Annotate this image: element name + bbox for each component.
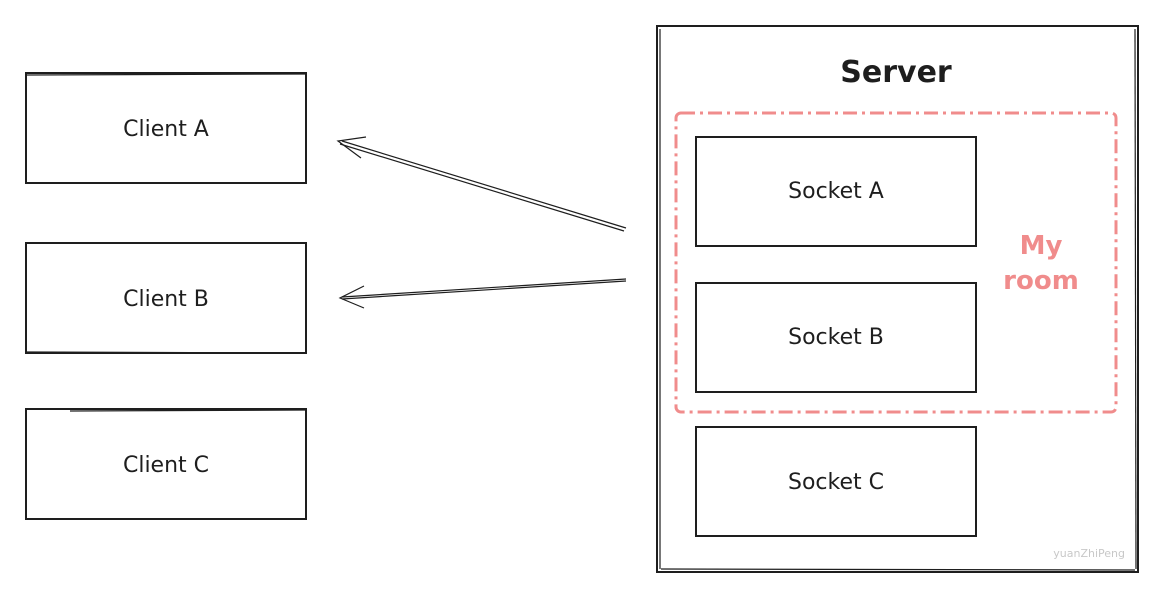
client-a-label: Client A: [123, 117, 209, 142]
room-label-line2: room: [1003, 266, 1079, 296]
arrow-a-head: [336, 136, 367, 159]
arrow-b-line-1: [341, 278, 627, 298]
client-b-label: Client B: [123, 287, 209, 312]
arrow-b-head: [338, 285, 365, 309]
server-sketch-line-right: [1134, 28, 1137, 570]
socket-c-box: Socket C: [695, 426, 977, 537]
arrow-a-line-1: [341, 140, 627, 229]
socket-a-rect: [695, 136, 977, 247]
arrow-to-client-b: [338, 278, 627, 309]
server-rect: [656, 25, 1139, 573]
room-region: My room: [674, 111, 1118, 414]
watermark: yuanZhiPeng: [1053, 547, 1125, 560]
client-a-sketch-line: [26, 73, 306, 76]
client-a-rect: [25, 72, 307, 184]
arrow-to-client-a: [336, 136, 627, 232]
socket-c-rect: [695, 426, 977, 537]
client-a-box: Client A: [25, 72, 307, 184]
arrow-b-line-2: [341, 280, 627, 300]
server-box: Server: [656, 25, 1139, 573]
room-border: [674, 111, 1118, 414]
socket-a-box: Socket A: [695, 136, 977, 247]
arrow-a-line-2: [339, 143, 625, 232]
room-label-line1: My: [1020, 231, 1063, 261]
client-c-label: Client C: [123, 453, 209, 478]
server-sketch-line-bottom: [660, 568, 1136, 571]
client-b-box: Client B: [25, 242, 307, 354]
socket-a-label: Socket A: [788, 179, 884, 204]
socket-b-rect: [695, 282, 977, 393]
client-c-sketch-line: [69, 409, 306, 412]
client-c-rect: [25, 408, 307, 520]
client-b-sketch-line: [26, 351, 306, 354]
socket-c-label: Socket C: [788, 470, 884, 495]
socket-b-label: Socket B: [788, 325, 884, 350]
socket-b-box: Socket B: [695, 282, 977, 393]
client-c-box: Client C: [25, 408, 307, 520]
server-title: Server: [840, 55, 952, 90]
